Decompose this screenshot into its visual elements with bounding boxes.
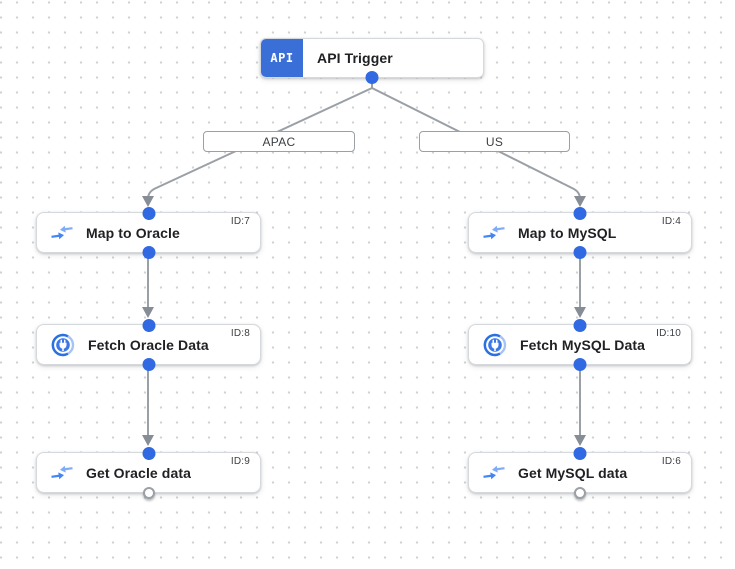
output-port[interactable]	[573, 245, 587, 259]
node-api-trigger[interactable]: API API Trigger	[260, 38, 484, 84]
input-port[interactable]	[142, 206, 155, 220]
output-port[interactable]	[142, 245, 155, 259]
node-label: Fetch MySQL Data	[520, 336, 646, 353]
output-port[interactable]	[365, 70, 379, 84]
node-id-badge: ID:9	[230, 456, 250, 467]
edge-label-apac[interactable]: APAC	[203, 131, 355, 152]
input-port[interactable]	[142, 446, 155, 460]
api-trigger-icon: API	[261, 39, 303, 77]
edge-arrowhead	[142, 435, 154, 446]
node-get-mysql-data[interactable]: Get MySQL data ID:6	[468, 446, 692, 499]
input-port[interactable]	[573, 206, 587, 220]
node-label: Map to MySQL	[518, 224, 617, 241]
node-fetch-mysql-data[interactable]: Fetch MySQL Data ID:10	[468, 318, 692, 371]
node-fetch-oracle-data[interactable]: Fetch Oracle Data ID:8	[36, 318, 261, 371]
edge-arrowhead	[574, 435, 586, 446]
data-mapping-icon	[51, 224, 73, 241]
data-mapping-icon	[483, 224, 505, 241]
connector-icon	[483, 333, 507, 357]
node-map-to-oracle[interactable]: Map to Oracle ID:7	[36, 206, 261, 259]
node-label: Map to Oracle	[86, 224, 180, 241]
output-port[interactable]	[142, 357, 155, 371]
edge-label-text: US	[485, 134, 504, 149]
input-port[interactable]	[142, 318, 155, 332]
data-mapping-icon	[51, 464, 73, 481]
input-port[interactable]	[573, 318, 587, 332]
edge-arrowhead	[142, 196, 154, 207]
connector-icon	[51, 333, 75, 357]
node-label: Get Oracle data	[86, 464, 191, 481]
edge-label-us[interactable]: US	[419, 131, 570, 152]
node-id-badge: ID:8	[230, 328, 250, 339]
input-port[interactable]	[573, 446, 587, 460]
edge-arrowhead	[574, 196, 586, 207]
edge-arrowhead	[142, 307, 154, 318]
output-port-unconnected[interactable]	[574, 487, 586, 499]
node-id-badge: ID:4	[661, 216, 681, 227]
output-port[interactable]	[573, 357, 587, 371]
node-id-badge: ID:6	[661, 456, 681, 467]
edge-label-text: APAC	[262, 134, 296, 149]
node-get-oracle-data[interactable]: Get Oracle data ID:9	[36, 446, 261, 499]
node-map-to-mysql[interactable]: Map to MySQL ID:4	[468, 206, 692, 259]
node-label: API Trigger	[317, 50, 393, 66]
node-label: Fetch Oracle Data	[88, 336, 209, 353]
node-label: Get MySQL data	[518, 464, 628, 481]
data-mapping-icon	[483, 464, 505, 481]
output-port-unconnected[interactable]	[142, 487, 155, 499]
node-id-badge: ID:10	[656, 328, 681, 339]
edge-arrowhead	[574, 307, 586, 318]
node-id-badge: ID:7	[230, 216, 250, 227]
